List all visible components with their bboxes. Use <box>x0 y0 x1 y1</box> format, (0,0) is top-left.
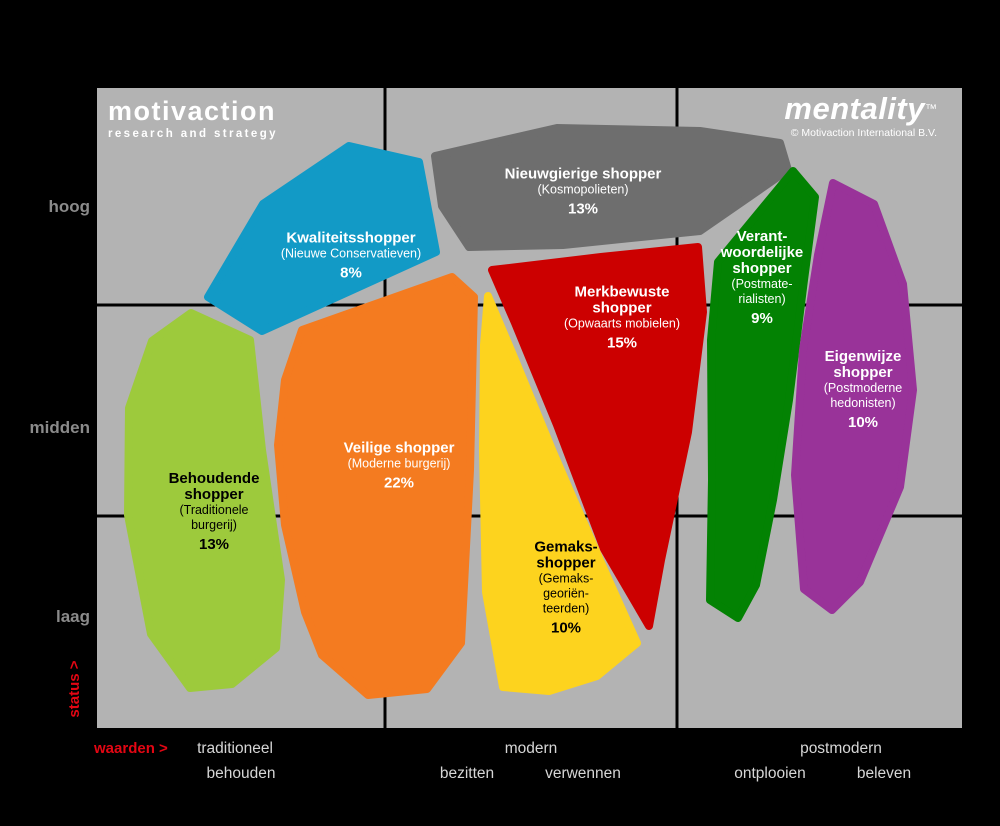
x-sub-ontplooien: ontplooien <box>734 765 806 782</box>
x-sub-behouden: behouden <box>206 765 276 782</box>
trademark-symbol: ™ <box>925 101 937 116</box>
motivaction-logo-title: motivaction <box>108 96 277 126</box>
y-tick-midden: midden <box>29 418 90 437</box>
segment-shape-verantwoordelijke-shopper <box>706 167 819 622</box>
x-sub-bezitten: bezitten <box>439 765 495 782</box>
y-tick-hoog: hoog <box>48 197 90 216</box>
x-sub-verwennen: verwennen <box>545 765 621 782</box>
y-axis-arrow-icon: > <box>66 660 83 670</box>
x-axis-arrow-icon: > <box>159 740 168 757</box>
x-group-traditioneel: traditioneel <box>197 740 273 757</box>
segment-shape-merkbewuste-shopper <box>488 243 707 630</box>
motivaction-logo: motivaction research and strategy <box>108 96 278 141</box>
mentality-brand-name: mentality <box>784 91 925 126</box>
y-axis-label-status: status > <box>66 637 86 741</box>
motivaction-logo-subtitle: research and strategy <box>108 128 278 140</box>
segment-shape-nieuwsgierige-shopper <box>431 124 792 251</box>
segment-shape-gemaksshopper <box>479 292 641 695</box>
x-axis-label-text: waarden <box>94 740 155 757</box>
segment-shape-veilige-shopper <box>274 273 478 699</box>
mentality-brand: mentality™ © Motivaction International B… <box>784 93 937 139</box>
segments-layer <box>124 124 917 699</box>
y-tick-laag: laag <box>55 607 90 626</box>
segment-shape-behoudende-shopper <box>124 309 285 692</box>
x-sub-beleven: beleven <box>856 765 912 782</box>
segment-shape-eigenwijze-shopper <box>791 179 917 614</box>
y-axis-label-text: status <box>66 673 83 718</box>
copyright-text: © Motivaction International B.V. <box>790 127 937 139</box>
x-group-modern: modern <box>504 740 558 757</box>
x-group-postmodern: postmodern <box>800 740 882 757</box>
segment-shape-kwaliteitsshopper <box>204 142 440 335</box>
x-axis-label-waarden: waarden > <box>94 740 168 757</box>
